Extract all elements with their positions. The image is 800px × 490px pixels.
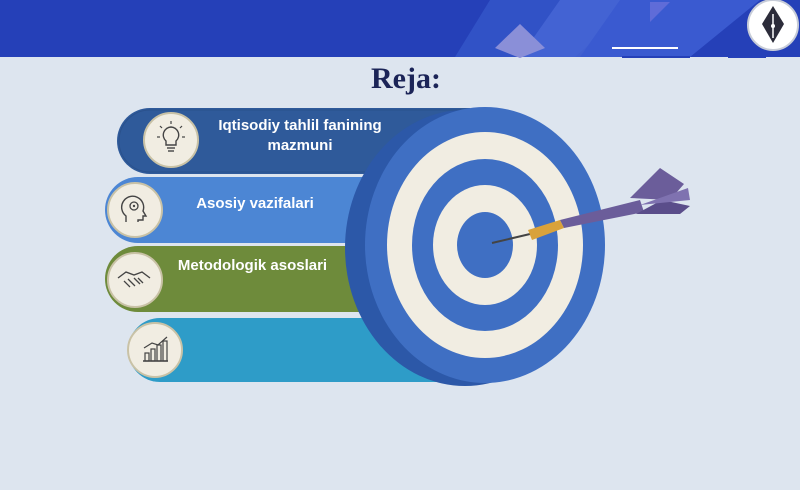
bar-chart-icon xyxy=(127,322,183,378)
plan-item-3-label: Metodologik asoslari xyxy=(177,257,328,274)
target xyxy=(345,107,605,386)
fountain-pen-logo xyxy=(747,0,799,51)
dart xyxy=(491,168,690,244)
handshake-icon xyxy=(107,252,163,308)
lightbulb-icon xyxy=(143,112,199,168)
plan-item-2-label: Asosiy vazifalari xyxy=(196,195,314,212)
plan-item-4-bar xyxy=(128,318,450,382)
head-gear-icon xyxy=(107,182,163,238)
slide-title: Reja: xyxy=(371,62,441,95)
header-decoration xyxy=(455,0,799,58)
plan-item-1-label: Iqtisodiy tahlil fanining mazmuni xyxy=(218,117,382,154)
